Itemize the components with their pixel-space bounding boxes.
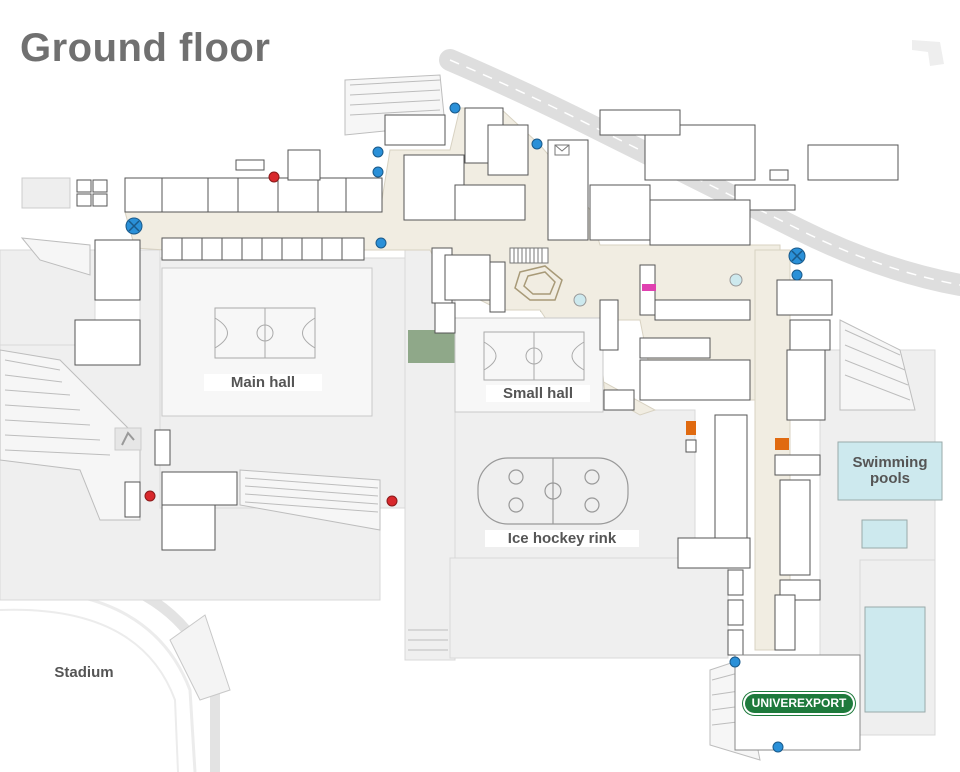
- access-point-marker: [686, 421, 696, 435]
- label-ice-hockey-rink: Ice hockey rink: [485, 530, 639, 547]
- mail-icon: [554, 144, 570, 156]
- access-point-marker: [775, 438, 789, 450]
- road-lane-marking: [449, 59, 960, 286]
- plaza-decoration: [514, 265, 563, 301]
- label-small-hall: Small hall: [486, 385, 590, 402]
- emergency-exit-markers: [144, 171, 398, 507]
- univerexport-logo: UNIVEREXPORT: [745, 694, 853, 713]
- main-entrance-markers: [125, 217, 806, 265]
- rooms: [74, 107, 899, 751]
- stadium-entrance-icon: [114, 427, 142, 451]
- entrance-marker: [791, 269, 803, 281]
- hockey-rink-icon: [477, 457, 629, 525]
- label-main-hall: Main hall: [204, 374, 322, 391]
- plaza-fountain: [729, 273, 743, 287]
- emergency-exit-marker: [268, 171, 280, 183]
- compass-icon: [912, 40, 944, 66]
- entrance-markers: [372, 102, 803, 753]
- basketball-court-icon: [214, 307, 316, 359]
- plaza-fountain: [573, 293, 587, 307]
- basketball-court-icon: [483, 331, 585, 381]
- emergency-exit-marker: [386, 495, 398, 507]
- bleachers: [0, 74, 916, 761]
- label-swimming-pools-line1: Swimming: [852, 454, 928, 471]
- page-title: Ground floor: [20, 26, 271, 70]
- entrance-marker: [772, 741, 784, 753]
- entrance-marker: [449, 102, 461, 114]
- elevator-icon: [642, 284, 656, 291]
- stairs-icon: [509, 247, 549, 264]
- label-swimming-pools-line2: pools: [870, 470, 910, 487]
- entrance-marker: [531, 138, 543, 150]
- emergency-exit-marker: [144, 490, 156, 502]
- entrance-marker: [372, 166, 384, 178]
- entrance-marker: [375, 237, 387, 249]
- label-stadium: Stadium: [54, 664, 114, 681]
- entrance-marker: [372, 146, 384, 158]
- entrance-marker: [729, 656, 741, 668]
